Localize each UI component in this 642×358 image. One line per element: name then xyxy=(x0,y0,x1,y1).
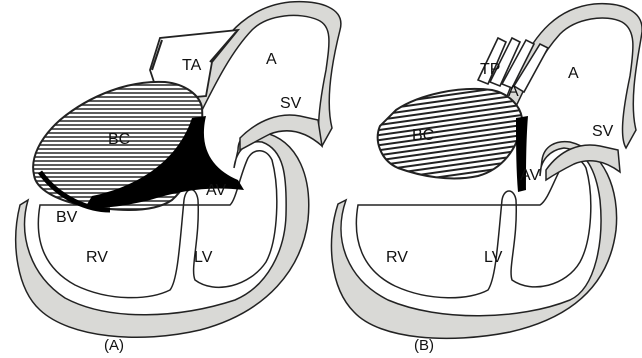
label-lv: LV xyxy=(194,249,213,266)
caption-a: (A) xyxy=(104,337,124,354)
label-bc: BC xyxy=(108,131,130,148)
label-a-small: A xyxy=(508,83,519,100)
caption-b: (B) xyxy=(414,337,434,354)
ventricle-cavity-b xyxy=(356,159,590,298)
baffle-bc-b xyxy=(378,89,522,178)
label-lv-b: LV xyxy=(484,249,503,266)
label-sv-b: SV xyxy=(592,123,614,140)
label-a: A xyxy=(266,51,277,68)
label-rv-b: RV xyxy=(386,249,408,266)
label-sv: SV xyxy=(280,95,302,112)
label-bv: BV xyxy=(56,209,78,226)
label-bc-b: BC xyxy=(412,127,434,144)
panel-b: TP A A SV BC AV RV LV (B) xyxy=(331,4,642,354)
label-rv: RV xyxy=(86,249,108,266)
label-av-b: AV xyxy=(520,167,540,184)
label-ta: TA xyxy=(182,57,202,74)
label-tp: TP xyxy=(480,61,500,78)
label-av: AV xyxy=(206,182,226,199)
label-a-b: A xyxy=(568,65,579,82)
panel-a: TA A SV BC BV AV RV LV (A) xyxy=(16,2,341,354)
